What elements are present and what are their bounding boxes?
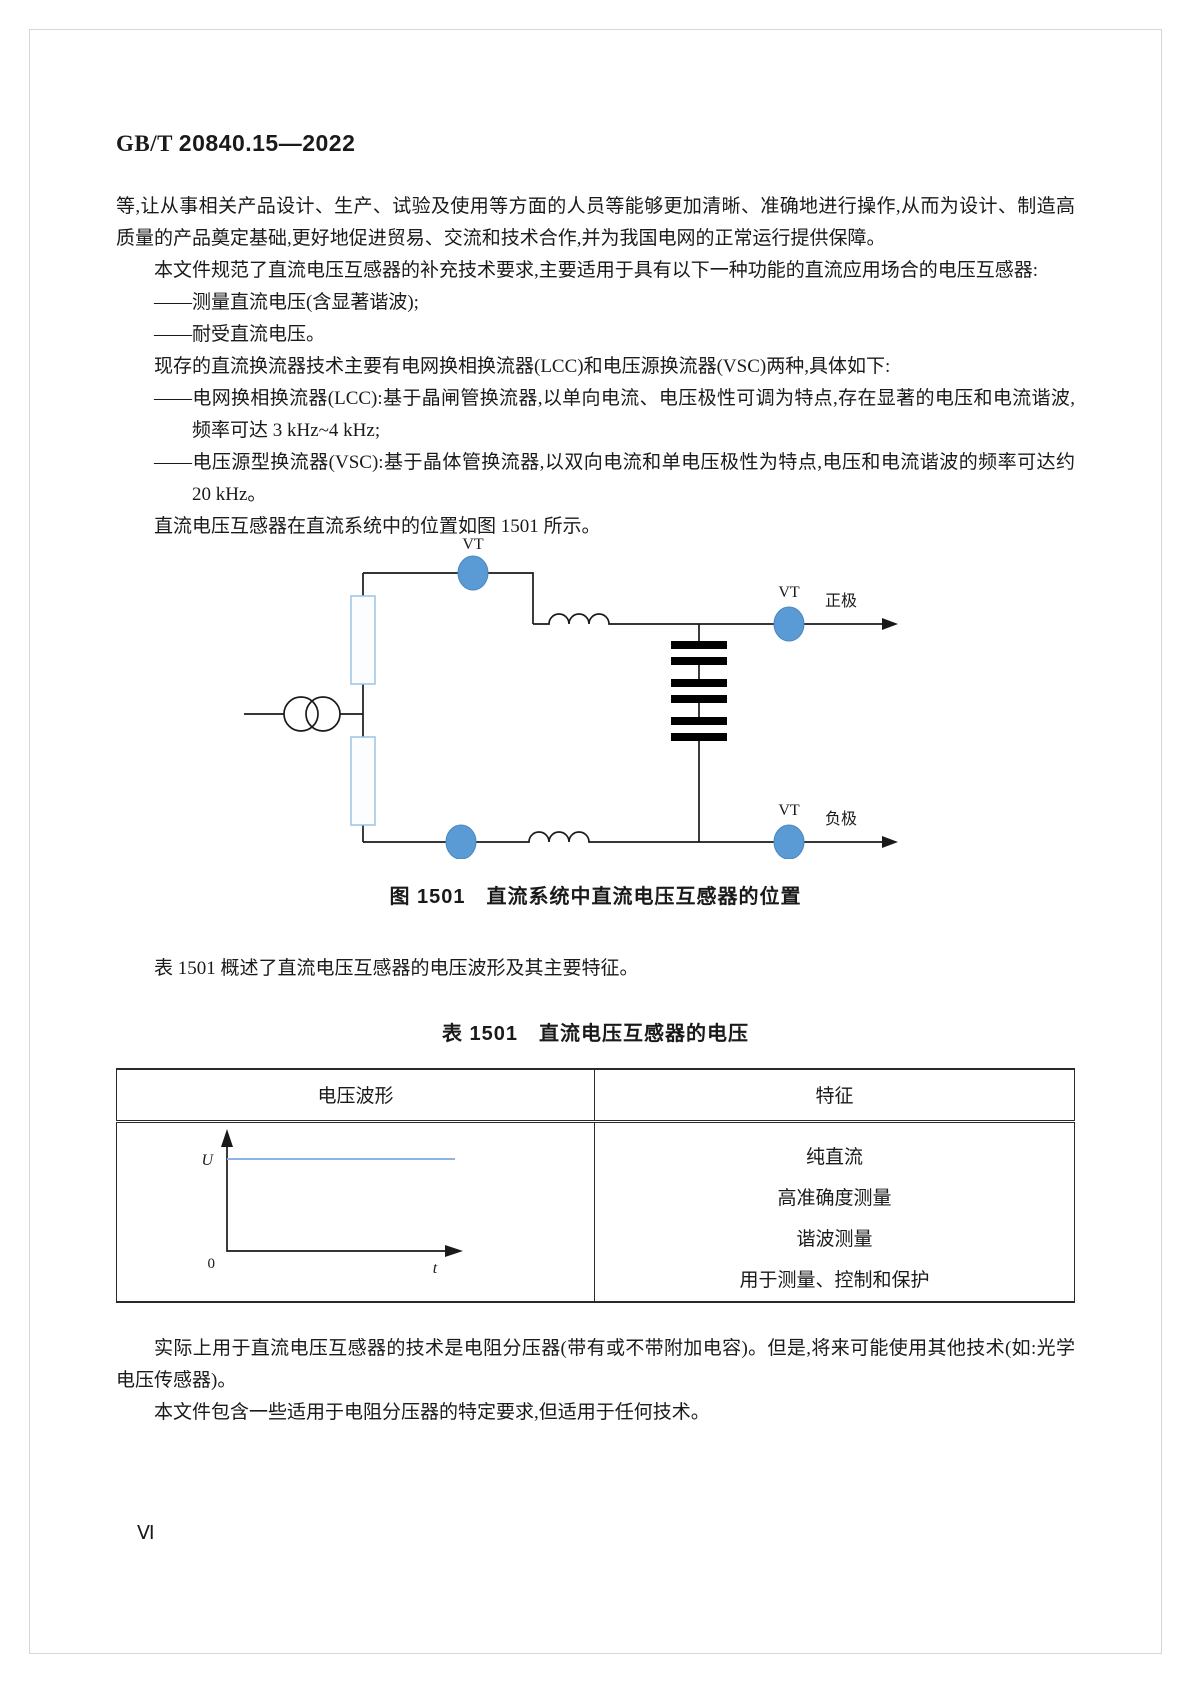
- vt-sensors: [445, 555, 805, 860]
- paragraph-continuation: 等,让从事相关产品设计、生产、试验及使用等方面的人员等能够更加清晰、准确地进行操…: [116, 196, 1075, 249]
- x-axis-label: t: [433, 1260, 438, 1277]
- capacitor-bank-icon: [671, 641, 727, 741]
- capacitor-plate: [671, 657, 727, 665]
- negative-pole-label: 负极: [825, 810, 857, 828]
- transformer-winding-1: [283, 696, 319, 732]
- paragraph-technology: 实际上用于直流电压互感器的技术是电阻分压器(带有或不带附加电容)。但是,将来可能…: [116, 1337, 1075, 1391]
- feature-item: 用于测量、控制和保护: [739, 1269, 930, 1291]
- table-header-waveform: 电压波形: [116, 1069, 595, 1123]
- figure-caption: 图 1501 直流系统中直流电压互感器的位置: [389, 886, 802, 908]
- dc-system-circuit-diagram: VT VT VT 正极 负极: [244, 536, 898, 860]
- vt-label-top: VT: [462, 536, 484, 553]
- top-wire: [363, 572, 534, 624]
- list-item-withstand: ——耐受直流电压。: [154, 324, 326, 345]
- vt-sensor-top-icon: [457, 555, 489, 591]
- list-item-vsc: ——电压源型换流器(VSC):基于晶体管换流器,以双向电流和单电压极性为特点,电…: [154, 452, 1075, 505]
- circuit-wires: [244, 572, 882, 843]
- paragraph-figure-ref: 直流电压互感器在直流系统中的位置如图 1501 所示。: [154, 516, 601, 537]
- converter-valves: [350, 595, 376, 826]
- table-header-feature: 特征: [594, 1069, 1075, 1123]
- plot-axes: [226, 1144, 447, 1252]
- capacitor-plate: [671, 733, 727, 741]
- feature-cell: 纯直流 高准确度测量 谐波测量 用于测量、控制和保护: [594, 1121, 1075, 1302]
- vt-label-negative: VT: [778, 802, 800, 819]
- vt-sensor-positive-icon: [773, 606, 805, 642]
- table-title: 表 1501 直流电压互感器的电压: [441, 1023, 750, 1045]
- valve-rect-top: [350, 595, 376, 685]
- negative-pole-wire: [363, 831, 882, 843]
- x-axis-arrow-icon: [445, 1244, 463, 1257]
- capacitor-plate: [671, 717, 727, 725]
- transformer-icon: [283, 696, 341, 732]
- feature-item: 纯直流: [805, 1146, 863, 1168]
- positive-pole-label: 正极: [825, 592, 857, 610]
- y-axis-label: U: [201, 1152, 214, 1169]
- vt-sensor-negative-icon: [773, 824, 805, 860]
- paragraph-closing: 本文件包含一些适用于电阻分压器的特定要求,但适用于任何技术。: [154, 1401, 710, 1423]
- valve-rect-bottom: [350, 736, 376, 826]
- feature-item: 谐波测量: [796, 1228, 873, 1250]
- figure-1501-diagram: VT VT VT 正极 负极: [239, 529, 1075, 864]
- paragraph-scope: 本文件规范了直流电压互感器的补充技术要求,主要适用于具有以下一种功能的直流应用场…: [154, 260, 1039, 281]
- list-item-measure: ——测量直流电压(含显著谐波);: [154, 292, 419, 313]
- feature-item: 高准确度测量: [777, 1187, 892, 1209]
- positive-pole-arrow-icon: [882, 618, 898, 630]
- voltage-table: 电压波形 特征 U: [116, 1068, 1075, 1303]
- page-number: Ⅵ: [137, 1523, 155, 1544]
- origin-label: 0: [208, 1256, 216, 1272]
- standard-code-prefix: GB/T: [116, 131, 173, 156]
- capacitor-plate: [671, 641, 727, 649]
- dc-waveform-plot: U 0 t: [201, 1128, 463, 1277]
- table-intro-paragraph: 表 1501 概述了直流电压互感器的电压波形及其主要特征。: [154, 958, 639, 979]
- list-item-lcc: ——电网换相换流器(LCC):基于晶闸管换流器,以单向电流、电压极性可调为特点,…: [154, 388, 1075, 441]
- transformer-winding-2: [305, 696, 341, 732]
- y-axis-arrow-icon: [221, 1128, 233, 1147]
- capacitor-plate: [671, 679, 727, 687]
- negative-pole-arrow-icon: [882, 836, 898, 848]
- body-text: 等,让从事相关产品设计、生产、试验及使用等方面的人员等能够更加清晰、准确地进行操…: [116, 191, 1075, 543]
- waveform-cell: U 0 t: [117, 1121, 595, 1302]
- paragraph-converters: 现存的直流换流器技术主要有电网换相换流器(LCC)和电压源换流器(VSC)两种,…: [154, 356, 891, 377]
- standard-code-number: 20840.15—2022: [178, 130, 356, 156]
- vt-sensor-bottom-icon: [445, 824, 477, 860]
- positive-pole-wire: [533, 613, 882, 625]
- capacitor-plate: [671, 695, 727, 703]
- standard-code: GB/T 20840.15—2022: [116, 0, 1075, 157]
- table-row: U 0 t 纯直流 高准确度测量 谐波测量 用于测量、控制和保护: [117, 1121, 1075, 1302]
- vt-label-positive: VT: [778, 584, 800, 601]
